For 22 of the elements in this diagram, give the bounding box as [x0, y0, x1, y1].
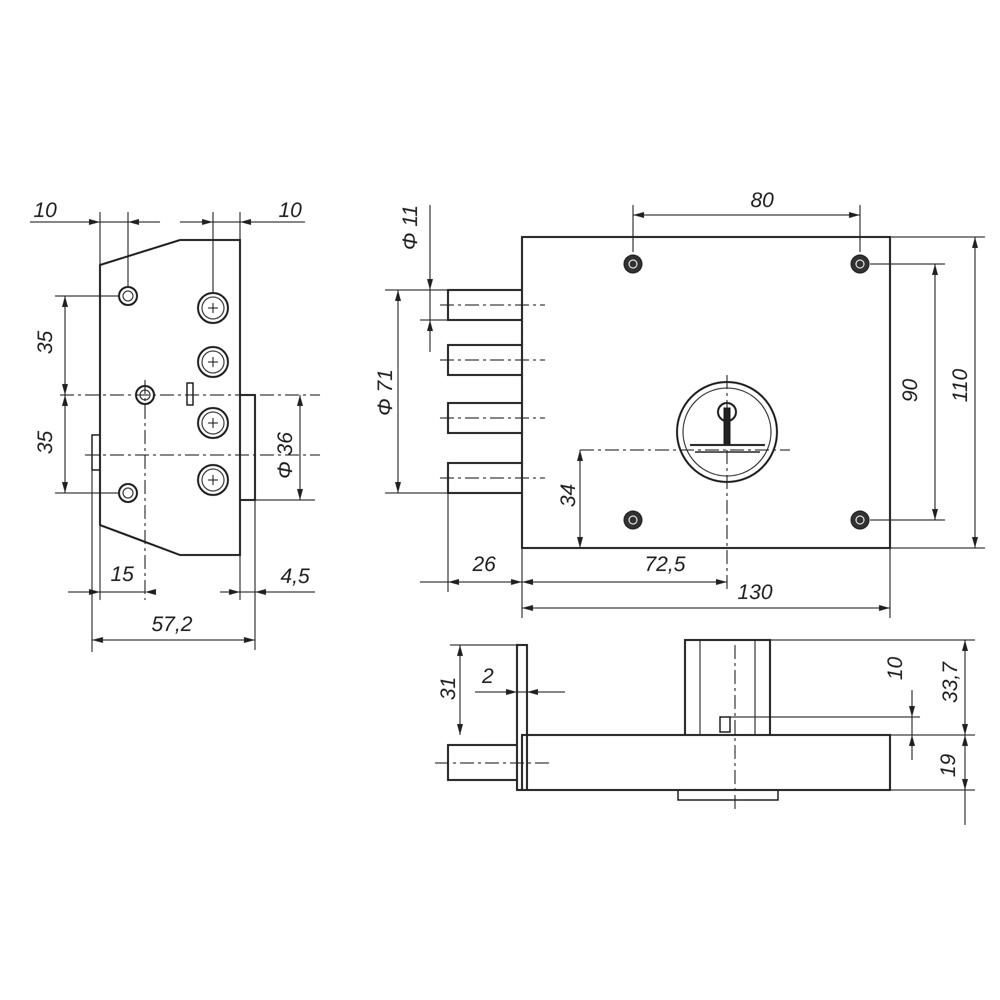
dimension-value: 4,5: [280, 566, 310, 586]
dimension-value: 72,5: [644, 554, 686, 574]
dimension-value: 90: [900, 378, 921, 402]
dimension-value: 35: [34, 430, 56, 454]
dimension-value: Φ 71: [374, 368, 396, 416]
dimension-value: 130: [738, 582, 773, 602]
dimension-value: 35: [34, 330, 56, 354]
dimension-value: 31: [438, 676, 459, 700]
dimension-value: Φ 36: [274, 432, 296, 478]
dimension-value: 15: [110, 564, 134, 584]
dimension-value: 10: [34, 200, 57, 220]
dimension-value: 80: [750, 190, 774, 210]
dimension-value: 34: [558, 483, 579, 507]
dimension-value: 110: [950, 368, 971, 402]
dimension-value: 10: [278, 200, 302, 220]
dimension-value: 2: [482, 666, 494, 686]
dimension-value: 26: [472, 554, 496, 574]
dimension-value: 10: [884, 656, 906, 680]
dimension-value: 57,2: [152, 614, 192, 634]
dimension-value: 33,7: [939, 662, 960, 702]
dimension-value: 19: [938, 753, 959, 777]
dimension-value: Φ 11: [400, 204, 421, 250]
